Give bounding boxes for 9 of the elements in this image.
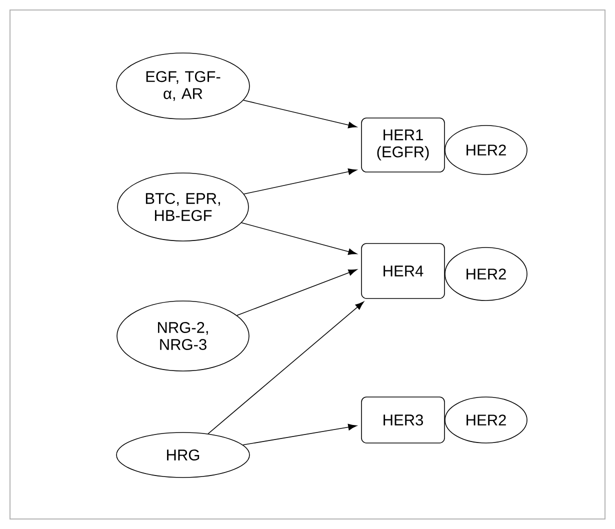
arrow	[243, 100, 357, 128]
arrow	[242, 424, 357, 446]
receptor-box: HER1 (EGFR)	[361, 118, 445, 172]
arrow	[208, 302, 364, 434]
arrow	[236, 269, 358, 316]
receptor-box: HER3	[361, 396, 445, 444]
receptor-box: HER4	[361, 243, 445, 299]
arrow	[241, 222, 357, 255]
arrow	[244, 168, 357, 194]
